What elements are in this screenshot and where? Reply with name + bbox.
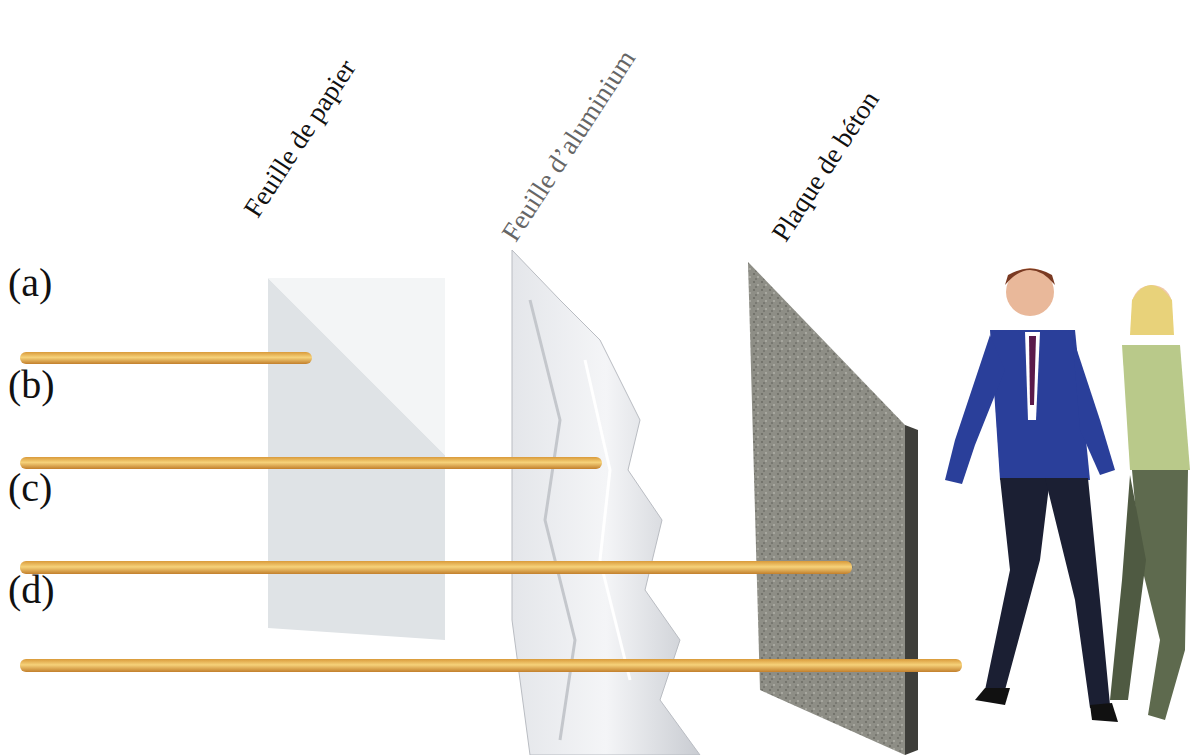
woman-figure — [1110, 285, 1190, 720]
concrete-slab-edge — [905, 425, 918, 755]
aluminium-foil — [512, 250, 700, 755]
material-label: Feuille d’aluminium — [497, 46, 640, 246]
man-figure — [945, 268, 1118, 722]
radiation-beam — [20, 561, 852, 574]
radiation-beam — [20, 659, 962, 672]
material-label: Feuille de papier — [239, 55, 360, 222]
material-label: Plaque de béton — [767, 87, 884, 246]
concrete-slab — [748, 262, 905, 755]
beam-letter: (d) — [8, 570, 55, 610]
beam-letter: (b) — [8, 365, 55, 405]
paper-sheet-fold — [268, 278, 445, 455]
foil-crease — [585, 360, 630, 680]
beam-letter: (a) — [8, 263, 52, 303]
beam-letter: (c) — [8, 468, 52, 508]
radiation-beam — [20, 352, 312, 364]
radiation-beam — [20, 457, 602, 469]
foil-crease — [530, 300, 575, 740]
